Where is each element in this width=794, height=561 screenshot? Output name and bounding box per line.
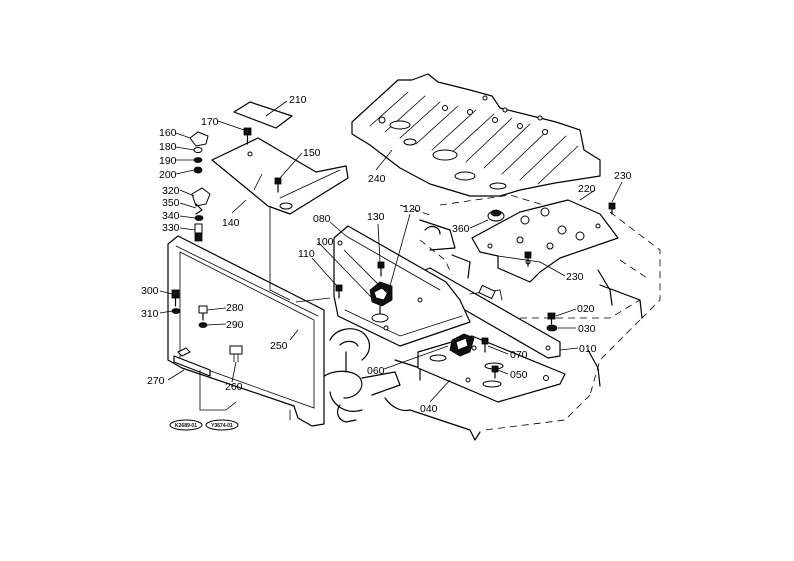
plate-140 xyxy=(211,137,349,215)
bolt-110 xyxy=(335,284,343,299)
washer-290 xyxy=(198,322,208,328)
bolt-070 xyxy=(481,337,489,353)
label-240: 240 xyxy=(368,173,386,185)
label-220: 220 xyxy=(578,183,596,195)
floor-plate-220 xyxy=(471,199,619,283)
label-230-lower: 230 xyxy=(566,271,584,283)
center-plate-100 xyxy=(333,225,471,347)
washer-030 xyxy=(546,324,558,332)
label-290: 290 xyxy=(226,319,244,331)
label-180: 180 xyxy=(159,141,177,153)
label-160: 160 xyxy=(159,127,177,139)
label-300: 300 xyxy=(141,285,159,297)
label-020: 020 xyxy=(577,303,595,315)
leader-lines xyxy=(159,100,623,403)
part-labels: 210 170 160 180 190 200 150 140 320 350 … xyxy=(141,94,632,415)
label-250: 250 xyxy=(270,340,288,352)
reference-lines xyxy=(199,206,331,411)
label-070: 070 xyxy=(510,349,528,361)
label-260: 260 xyxy=(225,381,243,393)
label-150: 150 xyxy=(303,147,321,159)
washer-190 xyxy=(193,157,203,163)
label-340: 340 xyxy=(162,210,180,222)
bolt-330 xyxy=(194,223,203,242)
svg-text:Y3674-01: Y3674-01 xyxy=(211,423,233,429)
pedal-bracket-060 xyxy=(449,333,475,357)
decal-210 xyxy=(233,101,293,129)
bracket-270 xyxy=(173,347,211,377)
label-130: 130 xyxy=(367,211,385,223)
bolt-130 xyxy=(377,261,385,277)
label-210: 210 xyxy=(289,94,307,106)
clip-260 xyxy=(229,345,243,363)
grommet-360 xyxy=(487,209,505,222)
label-280: 280 xyxy=(226,302,244,314)
stamp-right: Y3674-01 xyxy=(205,419,239,431)
svg-text:K2689-01: K2689-01 xyxy=(175,423,197,429)
label-110: 110 xyxy=(298,248,315,260)
washer-180 xyxy=(193,147,203,153)
label-120: 120 xyxy=(403,203,421,215)
bolt-230-upper xyxy=(608,202,616,215)
label-010: 010 xyxy=(579,343,597,355)
label-200: 200 xyxy=(159,169,177,181)
bolt-020 xyxy=(547,312,556,325)
washer-340 xyxy=(194,215,204,221)
label-060: 060 xyxy=(367,365,385,377)
label-140: 140 xyxy=(222,217,240,229)
bolt-280 xyxy=(198,305,208,321)
front-panel-250 xyxy=(167,235,325,427)
label-190: 190 xyxy=(159,155,177,167)
floor-mat-240 xyxy=(351,73,601,197)
label-100: 100 xyxy=(316,236,334,248)
label-050: 050 xyxy=(510,369,528,381)
bolt-050 xyxy=(491,365,499,379)
chassis-frame xyxy=(317,219,643,441)
bolt-170 xyxy=(243,127,252,145)
bolt-230-lower xyxy=(524,251,532,267)
washer-310 xyxy=(171,308,181,314)
label-270: 270 xyxy=(147,375,165,387)
label-360: 360 xyxy=(452,223,470,235)
label-310: 310 xyxy=(141,308,159,320)
stamp-left: K2689-01 xyxy=(169,419,203,431)
label-170: 170 xyxy=(201,116,219,128)
label-320: 320 xyxy=(162,185,180,197)
clip-160 xyxy=(189,131,209,147)
label-080: 080 xyxy=(313,213,331,225)
nut-200 xyxy=(193,166,203,174)
spring-350 xyxy=(195,203,203,215)
label-040: 040 xyxy=(420,403,438,415)
bracket-320 xyxy=(191,187,211,207)
drawing-stamps: K2689-01 Y3674-01 xyxy=(169,419,239,431)
bolt-150 xyxy=(274,177,282,193)
label-350: 350 xyxy=(162,197,180,209)
label-230-upper: 230 xyxy=(614,170,632,182)
label-030: 030 xyxy=(578,323,596,335)
label-330: 330 xyxy=(162,222,180,234)
